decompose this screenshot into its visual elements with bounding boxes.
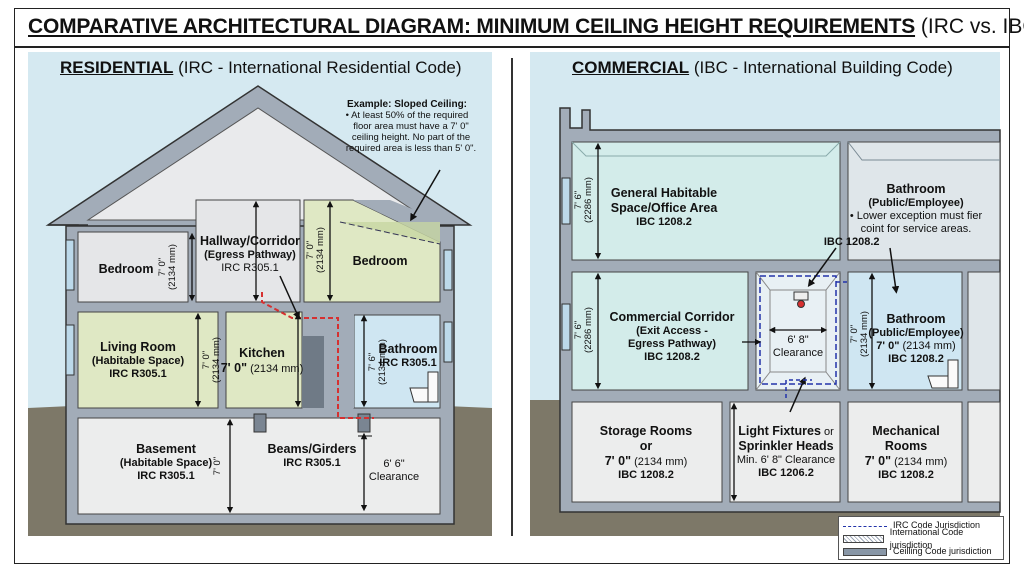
legend-swatch-dashed [843,526,887,528]
title-main: COMPARATIVE ARCHITECTURAL DIAGRAM: MINIM… [28,15,916,38]
label-living: Living Room(Habitable Space)IRC R305.1 [91,340,185,380]
dim-living: 7' 0"(2134 mm) [201,337,222,383]
title-suffix: (IRC vs. IBC) [920,15,1024,38]
page-title: COMPARATIVE ARCHITECTURAL DIAGRAM: MINIM… [28,14,1024,40]
residential-panel [28,52,492,536]
dim-bedroom-right: 7' 0"(2134 mm) [305,227,326,273]
commercial-heading: COMMERCIAL (IBC - International Building… [572,58,953,77]
room-mechanical [847,401,963,503]
room-storage [571,401,723,503]
legend-swatch-solid [843,547,887,556]
label-basement: Basement(Habitable Space)IRC R305.1 [119,442,213,482]
room-bath-mid [847,271,963,391]
room-bedroom-left [77,231,189,303]
label-bedroom-left: Bedroom [98,262,154,276]
panel-divider [511,58,513,536]
commercial-panel [530,52,1001,536]
room-bath-top [847,141,1001,261]
dim-bathroom-res: 7' 6"(2134 mm) [367,339,388,385]
room-kitchen [225,311,303,409]
legend: IRC Code Jurisdiction International Code… [838,516,1004,560]
sloped-ceiling-note: Example: Sloped Ceiling: • At least 50% … [345,99,477,154]
legend-item-international: International Code jurisdiction [843,527,999,550]
label-res-clearance: 6' 6"Clearance [368,458,420,483]
dim-bedroom-left: 7' 0"(2134 mm) [157,244,178,290]
label-bedroom-right: Bedroom [352,254,408,268]
label-hallway: Hallway/Corridor(Egress Pathway)IRC R305… [199,234,301,274]
dim-basement: 7' 0" [212,456,223,476]
room-basement [77,417,441,515]
legend-swatch-hatched [843,534,884,543]
label-bath-mid: Bathroom(Public/Employee)7' 0" (2134 mm)… [868,312,964,365]
dim-office: 7' 6"(2286 mm) [573,177,594,223]
room-fixtures [729,401,841,503]
outer-frame [14,8,1010,564]
dim-bath-mid: 7' 0"(2134 mm) [849,311,870,357]
room-hallway [195,199,301,303]
dim-corridor: 7' 6"(2286 mm) [573,307,594,353]
label-corridor: Commercial Corridor(Exit Access -Egress … [609,310,735,363]
legend-item-irc: IRC Code Jurisdiction [843,519,999,532]
label-corridor-clearance: 6' 8"Clearance [772,334,824,359]
label-bath-top: Bathroom(Public/Employee)• Lower excepti… [823,182,983,248]
title-rule [14,46,1010,48]
legend-item-ceiling: Ceilling Code jurisdiction [843,545,999,558]
room-office [571,141,841,261]
room-corridor [571,271,749,391]
room-bedroom-right [303,199,441,303]
room-living [77,311,219,409]
residential-heading: RESIDENTIAL (IRC - International Residen… [60,58,462,77]
